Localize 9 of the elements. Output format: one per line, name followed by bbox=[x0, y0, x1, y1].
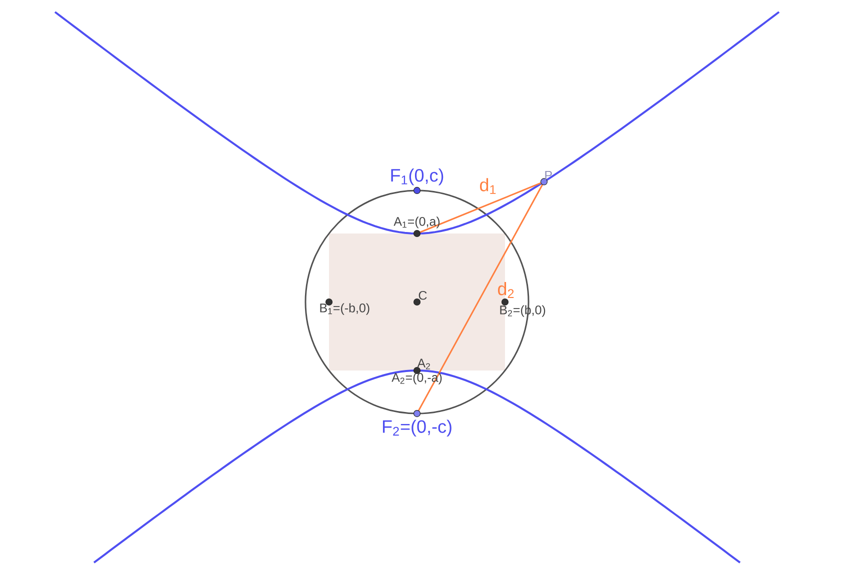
point-label: A$_{1}$=(0,a) bbox=[394, 216, 440, 228]
point-label: C bbox=[418, 290, 427, 300]
edge-label: d$_{2}$ bbox=[498, 282, 514, 298]
point-label: A$_{2}$ bbox=[417, 358, 430, 370]
point-label: F$_{1}$(0,c) bbox=[391, 168, 444, 186]
point-label: F$_{2}$=(0,-c) bbox=[382, 420, 452, 436]
point-label: B$_{1}$=(-b,0) bbox=[320, 303, 370, 315]
edge-label: d$_{1}$ bbox=[480, 178, 496, 194]
point-label: P bbox=[545, 170, 552, 180]
